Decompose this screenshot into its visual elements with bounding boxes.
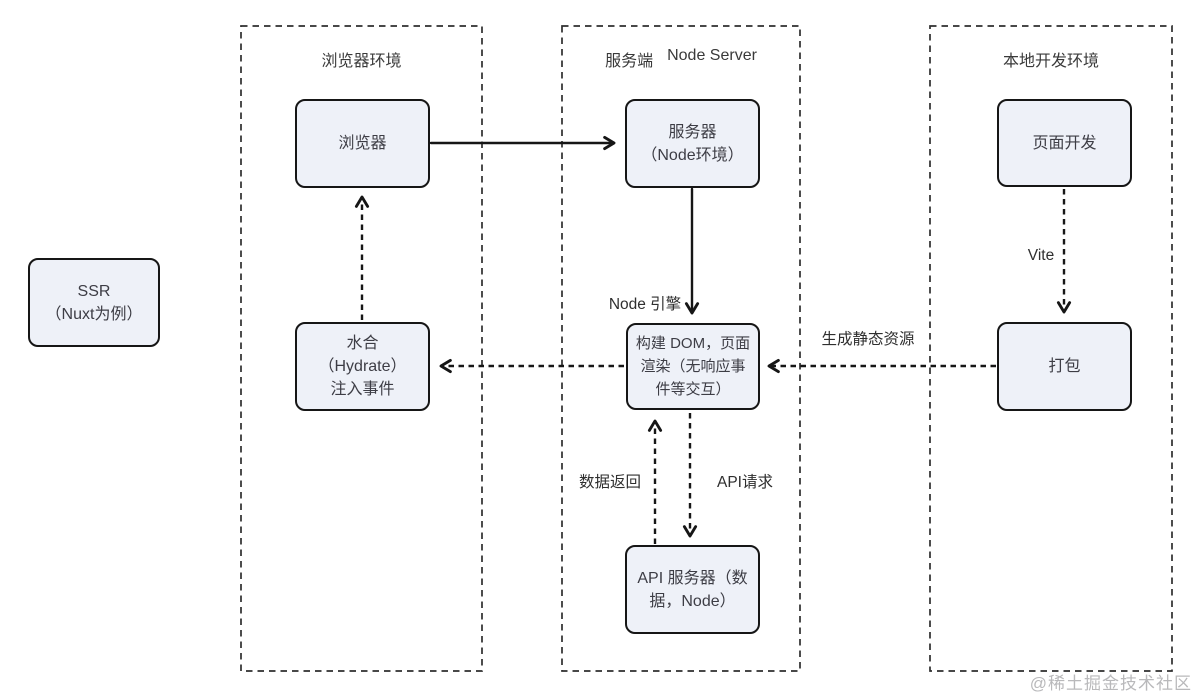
node-browser: 浏览器 bbox=[295, 99, 430, 188]
watermark: @稀土掘金技术社区 bbox=[1029, 674, 1192, 693]
node-page-dev-line: 页面开发 bbox=[1032, 134, 1097, 152]
edge-label-static-assets: 生成静态资源 bbox=[821, 331, 915, 348]
container-title-node-server: 服务端 Node Server bbox=[562, 47, 800, 71]
node-pack-line: 打包 bbox=[1048, 358, 1081, 375]
node-page-dev: 页面开发 bbox=[997, 99, 1132, 187]
edge-label-api-request: API请求 bbox=[717, 474, 773, 491]
node-pack: 打包 bbox=[997, 322, 1132, 411]
node-server-line: （Node环境） bbox=[641, 146, 744, 164]
node-ssr-line: SSR bbox=[77, 282, 111, 300]
node-dom-render-line: 渲染（无响应事 bbox=[640, 358, 746, 375]
node-dom-render-line: 构建 DOM，页面 bbox=[635, 335, 751, 352]
node-browser-line: 浏览器 bbox=[338, 135, 387, 152]
node-dom-render: 构建 DOM，页面 渲染（无响应事 件等交互） bbox=[626, 323, 760, 410]
node-api-server-line: 据，Node） bbox=[649, 592, 736, 610]
node-hydrate-line: （Hydrate） bbox=[318, 358, 407, 375]
container-title-local-dev: 本地开发环境 bbox=[1002, 53, 1099, 70]
edge-label-node-engine: Node 引擎 bbox=[608, 296, 682, 313]
node-server: 服务器 （Node环境） bbox=[625, 99, 760, 188]
node-api-server-line: API 服务器（数 bbox=[637, 569, 748, 587]
container-title-node-server-cn: 服务端 bbox=[605, 53, 654, 70]
node-ssr-line: （Nuxt为例） bbox=[45, 305, 143, 323]
container-title-node-server-en: Node Server bbox=[667, 47, 757, 64]
node-hydrate-line: 水合 bbox=[346, 335, 379, 352]
node-hydrate: 水合 （Hydrate） 注入事件 bbox=[295, 322, 430, 411]
node-server-line: 服务器 bbox=[668, 123, 717, 141]
edge-label-vite: Vite bbox=[1027, 247, 1055, 264]
container-title-browser-env: 浏览器环境 bbox=[321, 53, 402, 70]
node-ssr: SSR （Nuxt为例） bbox=[28, 258, 160, 347]
node-dom-render-line: 件等交互） bbox=[655, 381, 731, 398]
node-api-server: API 服务器（数 据，Node） bbox=[625, 545, 760, 634]
edge-label-data-return: 数据返回 bbox=[578, 474, 641, 491]
node-hydrate-line: 注入事件 bbox=[330, 381, 395, 398]
